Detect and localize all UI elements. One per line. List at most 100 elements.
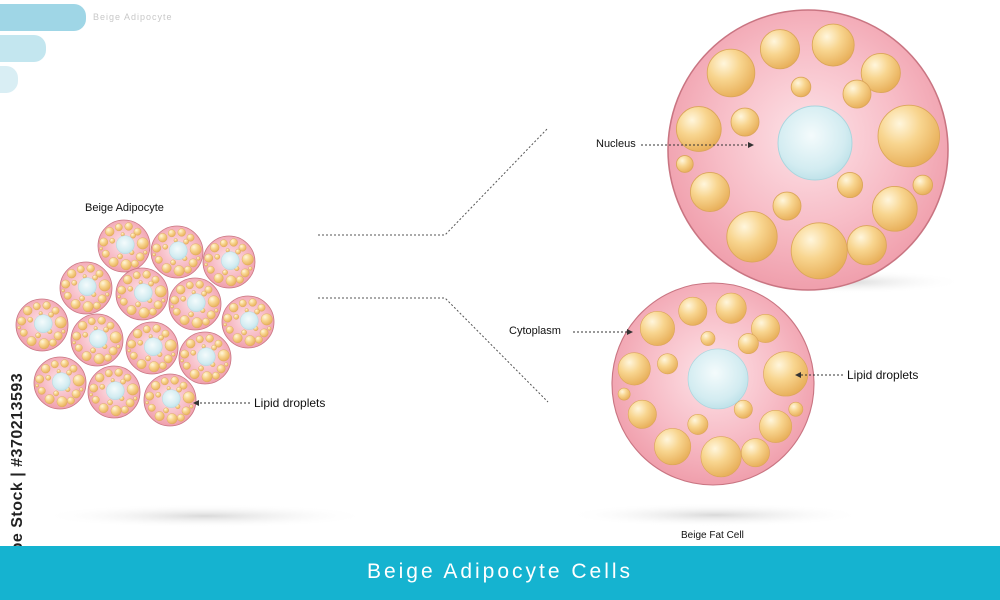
- lipid-droplet: [161, 298, 166, 303]
- lipid-droplet: [97, 316, 106, 325]
- cluster-cell: [125, 321, 179, 375]
- lipid-droplet: [244, 308, 249, 313]
- lipid-droplet: [127, 339, 137, 349]
- lipid-droplet: [82, 331, 89, 338]
- lipid-droplet: [23, 306, 33, 316]
- lipid-droplet: [142, 270, 151, 279]
- lipid-droplet: [179, 381, 188, 390]
- nucleus: [89, 329, 108, 348]
- lipid-droplet: [205, 334, 214, 343]
- lipid-droplet: [67, 396, 75, 405]
- lipid-droplet: [259, 328, 269, 338]
- lipid-droplet: [110, 378, 115, 383]
- header-tab-2: [0, 35, 46, 62]
- lipid-droplet: [166, 386, 171, 391]
- lipid-droplet: [145, 400, 149, 405]
- lipid-droplet: [119, 297, 128, 306]
- lipid-droplet: [107, 399, 113, 406]
- lipid-droplet: [189, 369, 200, 380]
- lipid-droplet: [50, 360, 59, 369]
- lipid-droplet: [877, 104, 941, 168]
- lipid-droplet: [110, 405, 122, 417]
- lipid-droplet: [182, 361, 191, 370]
- nucleus: [162, 389, 181, 408]
- lipid-droplet: [657, 353, 678, 375]
- nucleus: [116, 235, 135, 254]
- lipid-droplet: [104, 353, 112, 362]
- cluster-cell: [87, 365, 141, 419]
- lipid-droplet: [114, 368, 123, 377]
- lipid-droplet: [121, 405, 129, 414]
- cluster-cell: [168, 277, 222, 331]
- lipid-droplet: [124, 222, 133, 231]
- lipid-droplet: [196, 256, 201, 261]
- large-cell-body: [667, 9, 949, 291]
- cluster-cell: [221, 295, 275, 349]
- lipid-droplet: [133, 329, 143, 339]
- lipid-droplet: [186, 233, 195, 242]
- lipid-droplet: [170, 304, 174, 309]
- nucleus: [687, 348, 749, 410]
- lipid-droplet: [201, 371, 213, 383]
- lipid-droplet: [675, 155, 694, 173]
- cluster-cell: [15, 298, 69, 352]
- lipid-droplet: [95, 269, 104, 278]
- lipid-droplet: [211, 344, 217, 351]
- lipid-droplet: [225, 275, 237, 287]
- cell-caption: Beige Fat Cell: [681, 530, 744, 541]
- lipid-droplet: [257, 303, 266, 312]
- lipid-droplet: [176, 285, 186, 295]
- nucleus-arrowhead: [748, 142, 754, 148]
- lipid-droplet: [138, 307, 150, 319]
- lipid-droplet: [214, 308, 219, 313]
- lipid-droplet: [232, 333, 243, 344]
- lipid-droplet: [158, 334, 164, 341]
- lipid-droplet: [106, 321, 115, 330]
- lipid-droplet: [730, 107, 760, 137]
- lipid-droplet: [189, 404, 194, 409]
- lipid-droplet: [214, 339, 223, 348]
- lipid-droplet: [137, 339, 144, 346]
- lipid-droplet: [101, 249, 110, 258]
- lipid-droplet: [136, 359, 147, 370]
- lipid-droplet: [117, 253, 123, 260]
- lipid-droplet: [99, 237, 109, 247]
- footer-title: Beige Adipocyte Cells: [366, 560, 634, 583]
- cluster-cell: [178, 331, 232, 385]
- lipid-droplet: [790, 222, 848, 280]
- lipid-droplet: [17, 325, 21, 330]
- cluster-cell: [202, 235, 256, 289]
- lipid-droplet: [235, 248, 241, 255]
- lipid-droplet: [127, 285, 134, 292]
- lipid-droplet: [103, 326, 109, 333]
- lipid-droplet: [70, 299, 81, 310]
- lipid-droplet: [204, 285, 213, 294]
- lipid-droplet: [687, 413, 709, 435]
- lipid-droplet: [836, 171, 864, 199]
- lipid-droplet: [223, 313, 233, 323]
- lipid-droplet: [67, 269, 77, 279]
- lipid-droplet: [248, 298, 257, 307]
- lipid-droplet: [56, 369, 61, 374]
- lipid-droplet: [72, 340, 76, 345]
- lipid-droplet: [167, 229, 176, 238]
- lipid-droplet: [108, 346, 118, 356]
- lipid-droplet: [241, 253, 254, 266]
- lipid-droplet: [145, 355, 151, 362]
- lipid-droplet: [244, 335, 256, 347]
- lipid-droplet: [763, 351, 809, 397]
- lipid-droplet: [79, 387, 84, 392]
- lipid-droplet: [151, 275, 160, 284]
- lipid-droplet: [109, 237, 116, 244]
- lipid-droplet: [224, 362, 229, 367]
- footer-band: Beige Adipocyte Cells: [0, 546, 1000, 600]
- lipid-droplet: [195, 335, 204, 344]
- lipid-droplet: [159, 361, 167, 370]
- nucleus: [144, 337, 163, 356]
- header-tab-3: [0, 66, 18, 93]
- lipid-droplet: [248, 266, 253, 271]
- lipid-droplet: [151, 381, 161, 391]
- cluster-shadow: [40, 504, 370, 528]
- lipid-arrowhead: [795, 372, 801, 378]
- lipid-droplet: [117, 294, 121, 299]
